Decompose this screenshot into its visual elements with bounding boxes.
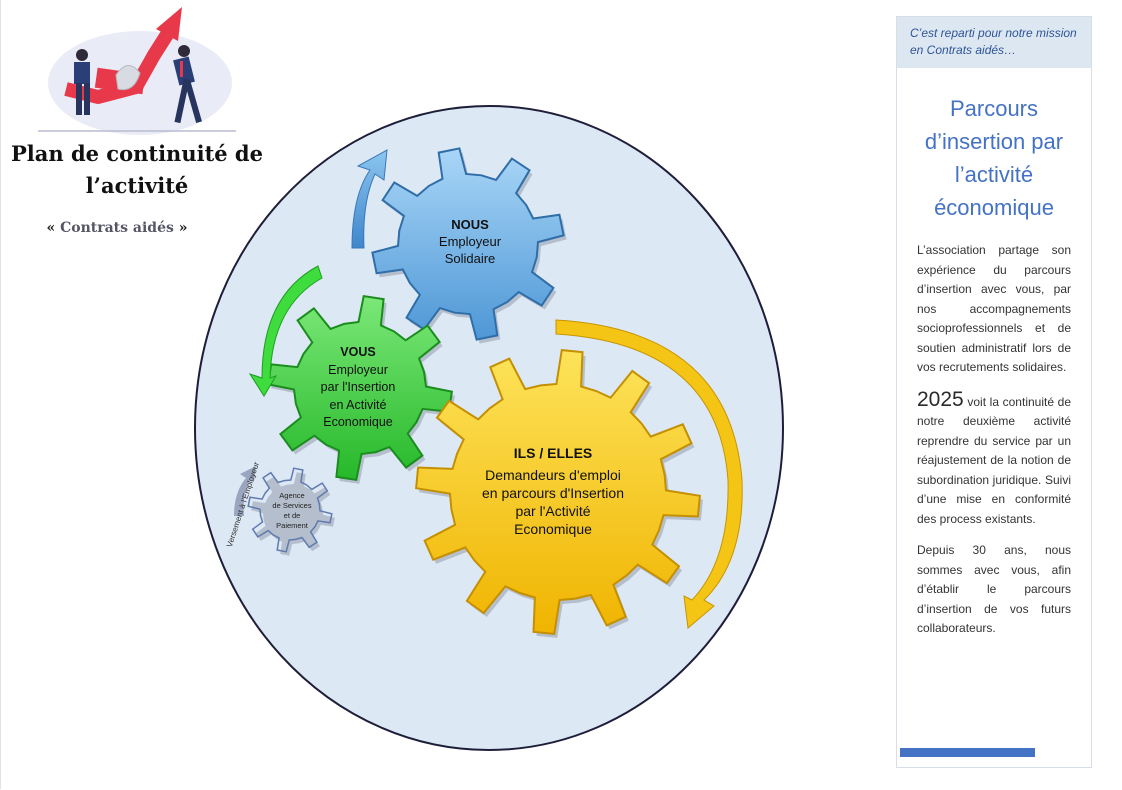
info-sidebar: C’est reparti pour notre mission en Cont… [896, 16, 1092, 768]
gear-asp-label: Agence de Services et de Paiement [262, 491, 322, 531]
ils-line2: en parcours d'Insertion [482, 485, 624, 501]
subtitle-text: Contrats aidés [60, 220, 174, 236]
gear-asp [247, 467, 335, 556]
teamwork-growth-illustration [38, 7, 236, 135]
quote-open: « [46, 220, 61, 236]
ils-line3: par l'Activité [515, 503, 591, 519]
gear-vous-label: VOUS Employeur par l'Insertion en Activi… [298, 344, 418, 432]
quote-close: » [173, 220, 188, 236]
document-subtitle: « Contrats aidés » [6, 220, 228, 236]
green-curved-arrow [248, 265, 323, 397]
gear-green-g-body [266, 294, 454, 482]
vous-line3: en Activité [329, 397, 387, 412]
vous-line1: Employeur [328, 362, 388, 377]
gear-ils-elles [415, 349, 703, 638]
asp-line2: de Services [272, 501, 312, 510]
vous-line2: par l'Insertion [320, 380, 396, 394]
document-title: Plan de continuité de l’activité [6, 138, 268, 202]
gear-yellow-g-body [415, 349, 701, 635]
sidebar-banner: C’est reparti pour notre mission en Cont… [897, 17, 1091, 68]
gear-nous [371, 147, 567, 344]
gear-ils-label: ILS / ELLES Demandeurs d'emploi en parco… [458, 444, 648, 538]
blue-curved-arrow [351, 149, 388, 249]
nous-heading: NOUS [451, 217, 489, 232]
ils-line1: Demandeurs d'emploi [485, 467, 621, 483]
sidebar-footer-bar [900, 748, 1035, 757]
sidebar-paragraph-2: 2025 voit la continuité de notre deuxièm… [897, 387, 1091, 530]
sidebar-paragraph-2-text: voit la continuité de notre deuxième act… [917, 394, 1071, 526]
sidebar-paragraph-1: L’association partage son expérience du … [917, 243, 1071, 374]
asp-line4: Paiement [276, 521, 308, 530]
gear-nous-label: NOUS Employeur Solidaire [390, 216, 550, 267]
gear-vous [266, 294, 455, 484]
nous-line1: Employeur [438, 234, 502, 249]
asp-line1: Agence [279, 491, 305, 500]
vous-heading: VOUS [340, 345, 376, 359]
document-title-line1: Plan de continuité de [11, 141, 263, 166]
gear-blue-g-body [371, 147, 565, 341]
grey-curved-arrow [234, 466, 256, 516]
sidebar-paragraph-3: Depuis 30 ans, nous sommes avec vous, af… [917, 543, 1071, 635]
vous-line4: Economique [323, 415, 393, 429]
ils-line4: Economique [514, 521, 592, 537]
highlight-year: 2025 [917, 387, 964, 411]
insertion-gears-diagram [194, 105, 784, 751]
gear-asp-g-body [247, 467, 333, 553]
ils-heading: ILS / ELLES [513, 445, 593, 461]
document-title-line2: l’activité [85, 173, 189, 198]
sidebar-heading: Parcours d’insertion par l’activité écon… [924, 96, 1064, 220]
yellow-curved-arrow [555, 319, 743, 629]
asp-line3: et de [283, 511, 301, 520]
nous-line2: Solidaire [444, 251, 496, 266]
